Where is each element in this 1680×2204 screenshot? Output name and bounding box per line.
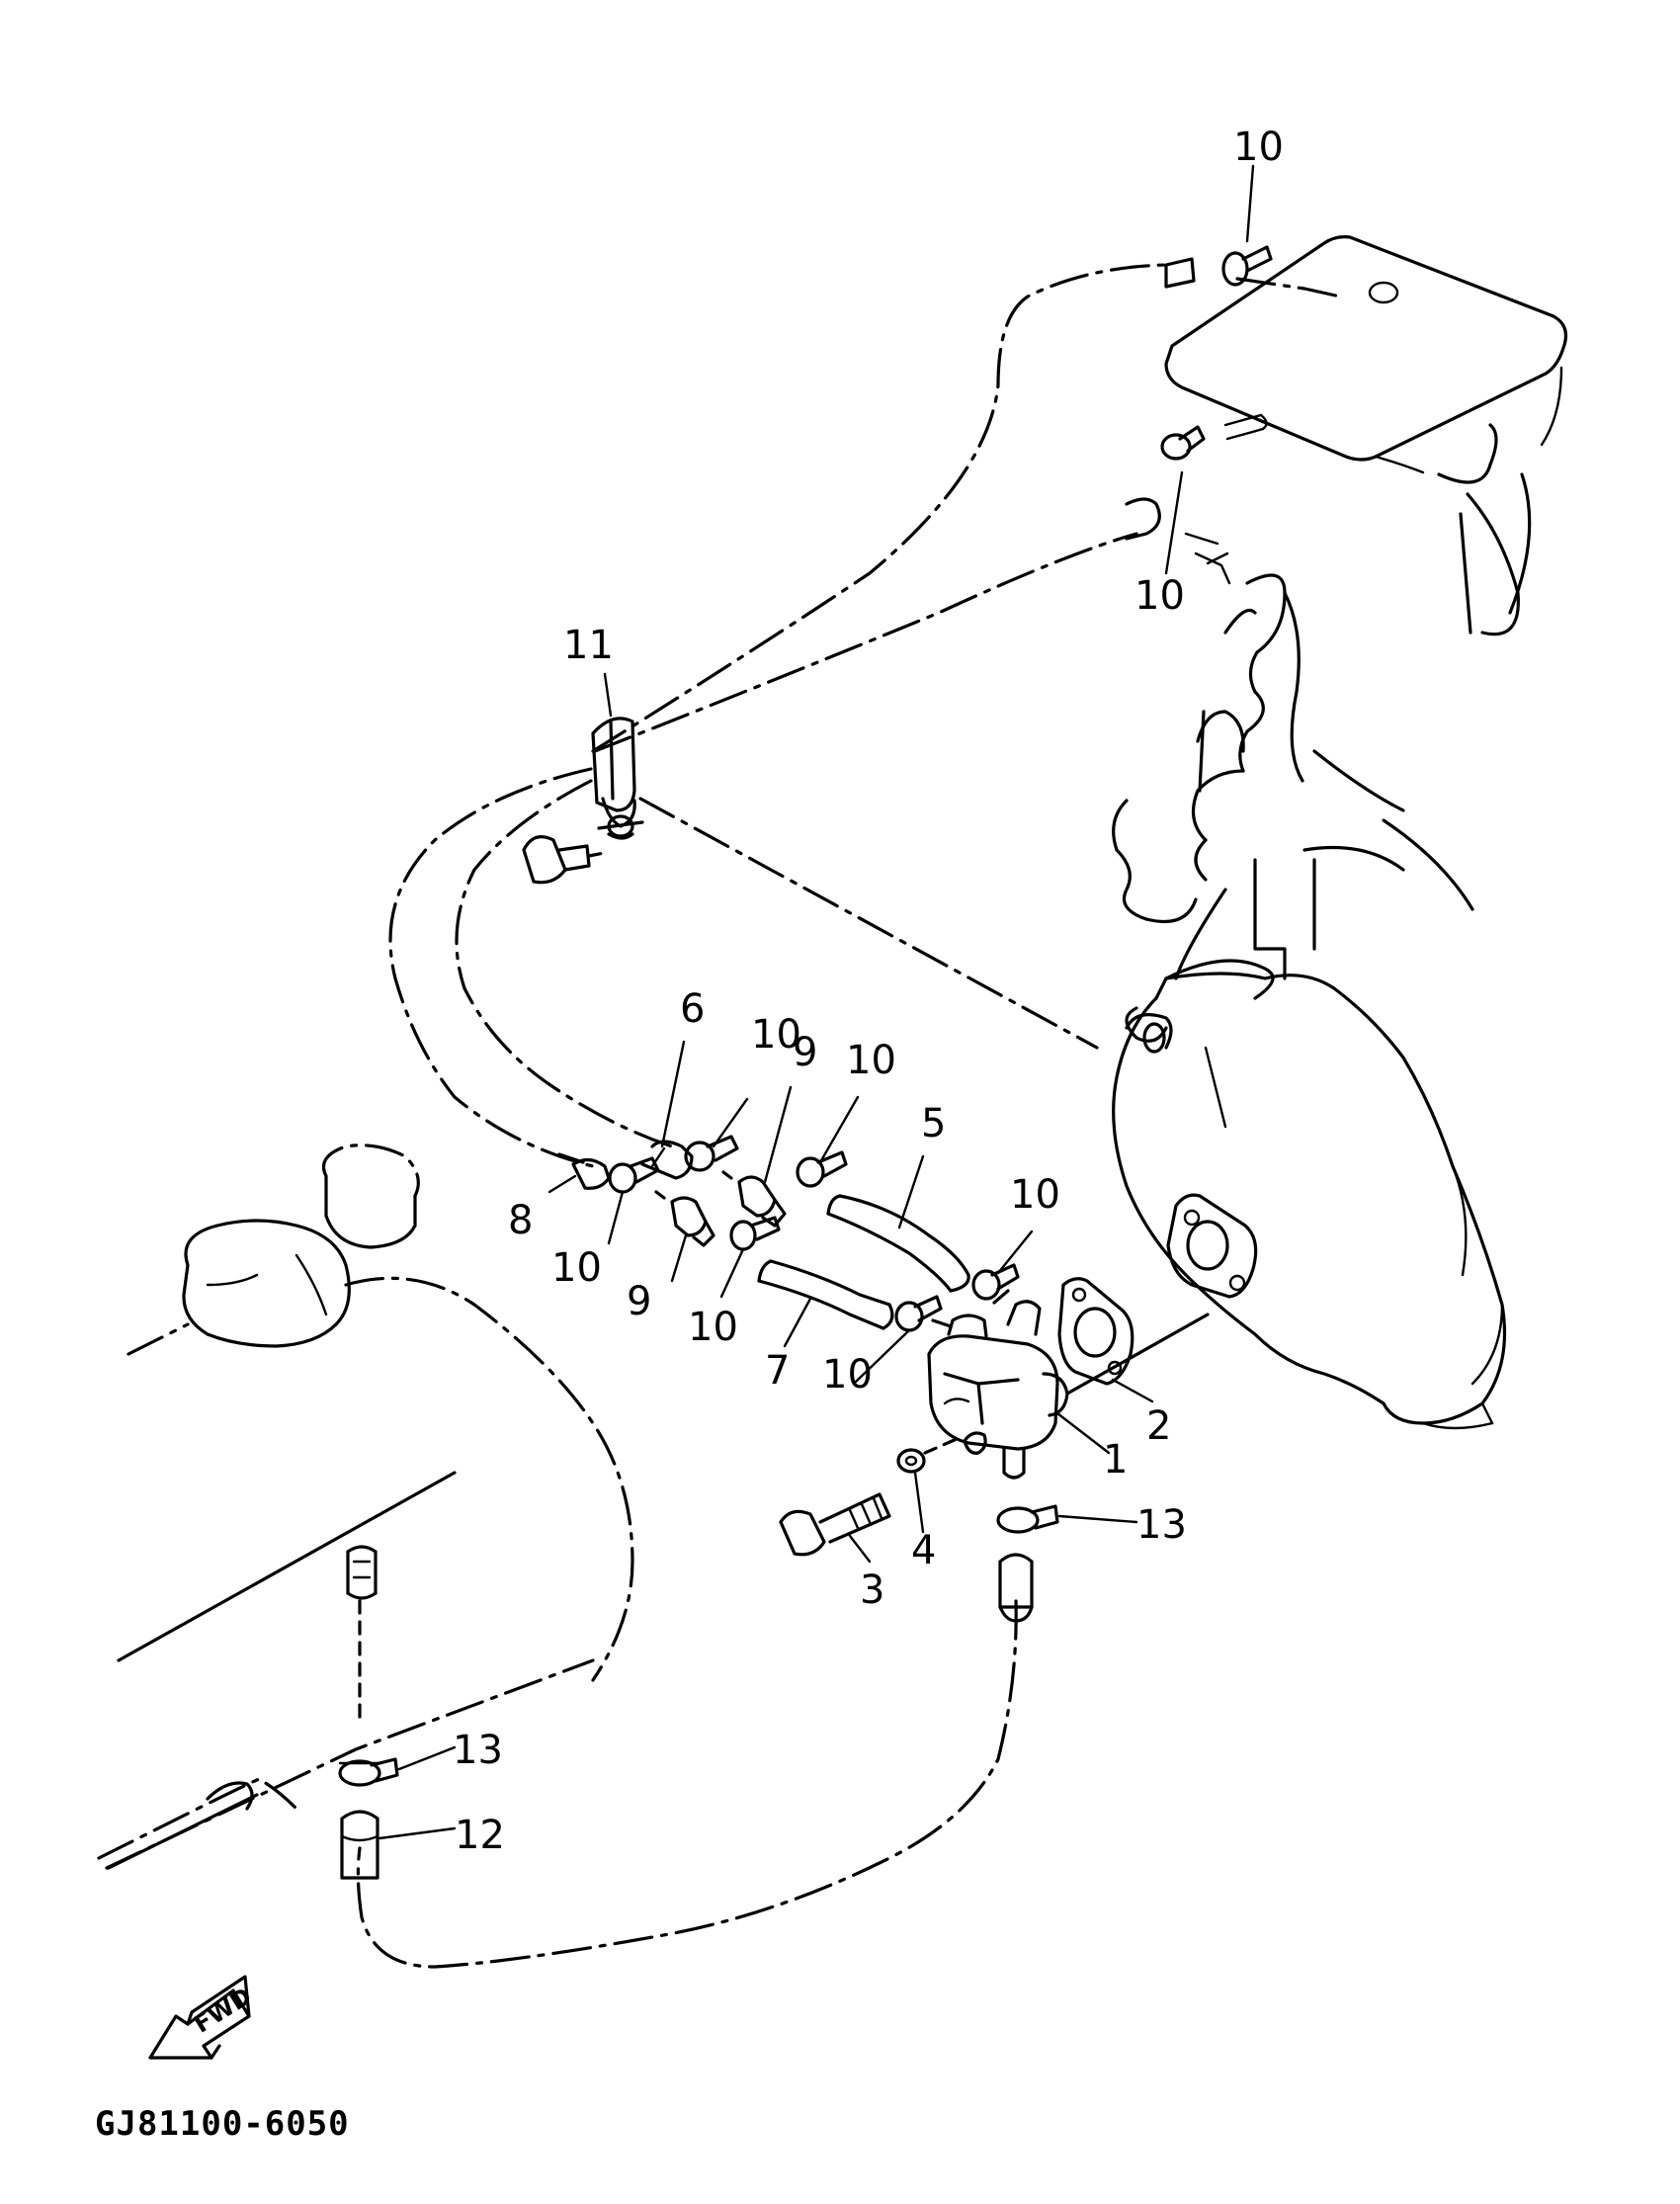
clamp-13-cock	[996, 1504, 1059, 1534]
leader-lines	[378, 164, 1255, 1840]
clamp-10-top	[1221, 245, 1273, 287]
hose-clip-part-11	[522, 717, 644, 885]
callout-13-tank: 13	[453, 1728, 503, 1773]
callout-1: 1	[1103, 1437, 1128, 1483]
callout-8: 8	[508, 1198, 533, 1243]
callout-3: 3	[860, 1568, 884, 1613]
callout-2: 2	[1146, 1403, 1171, 1449]
hose-routes	[340, 257, 1399, 1969]
callout-5: 5	[921, 1101, 946, 1146]
clamp-10-cock-left	[894, 1295, 943, 1332]
callout-labels: 10 10 11 6 10 9 10 5 8 10 9 10 10 7 10 2…	[453, 125, 1284, 1858]
clamp-10-cock-right	[971, 1263, 1020, 1301]
callout-7: 7	[765, 1348, 790, 1394]
fwd-arrow-icon: FWD	[148, 1975, 256, 2060]
clamp-10-mid	[796, 1150, 848, 1188]
engine-outline	[1112, 235, 1567, 1430]
callout-10-hose8: 10	[551, 1245, 602, 1291]
callout-6: 6	[680, 986, 705, 1032]
clamp-10-hose6	[684, 1135, 739, 1172]
drawing-code: GJ81100-6050	[95, 2104, 350, 2144]
joint-9-upper	[721, 1170, 787, 1228]
callout-13-cock: 13	[1136, 1502, 1187, 1548]
callout-10-hose6: 10	[751, 1012, 801, 1058]
callout-9-upper: 9	[793, 1030, 817, 1075]
callout-10-joint9: 10	[688, 1305, 738, 1350]
callout-10-cock-right: 10	[1010, 1172, 1060, 1218]
gasket-part-2	[1057, 1277, 1134, 1386]
fuel-cock-part-1	[927, 1289, 1069, 1480]
clamp-13-tank	[338, 1757, 399, 1787]
bolt-part-3	[779, 1492, 891, 1557]
callout-10-mid: 10	[846, 1038, 896, 1083]
callout-4: 4	[911, 1528, 936, 1573]
callout-11: 11	[563, 623, 614, 668]
joint-9-lower	[654, 1190, 715, 1247]
callout-10-top: 10	[1233, 125, 1284, 170]
fuel-tank-outline	[97, 1144, 634, 1870]
washer-part-4	[896, 1437, 959, 1474]
callout-10-cock-left: 10	[822, 1352, 873, 1398]
callout-12: 12	[455, 1813, 505, 1858]
callout-10-airbox: 10	[1134, 573, 1185, 619]
clamp-10-hose8	[608, 1156, 660, 1194]
clamp-10-airbox	[1160, 425, 1206, 461]
callout-9-lower: 9	[627, 1279, 651, 1324]
